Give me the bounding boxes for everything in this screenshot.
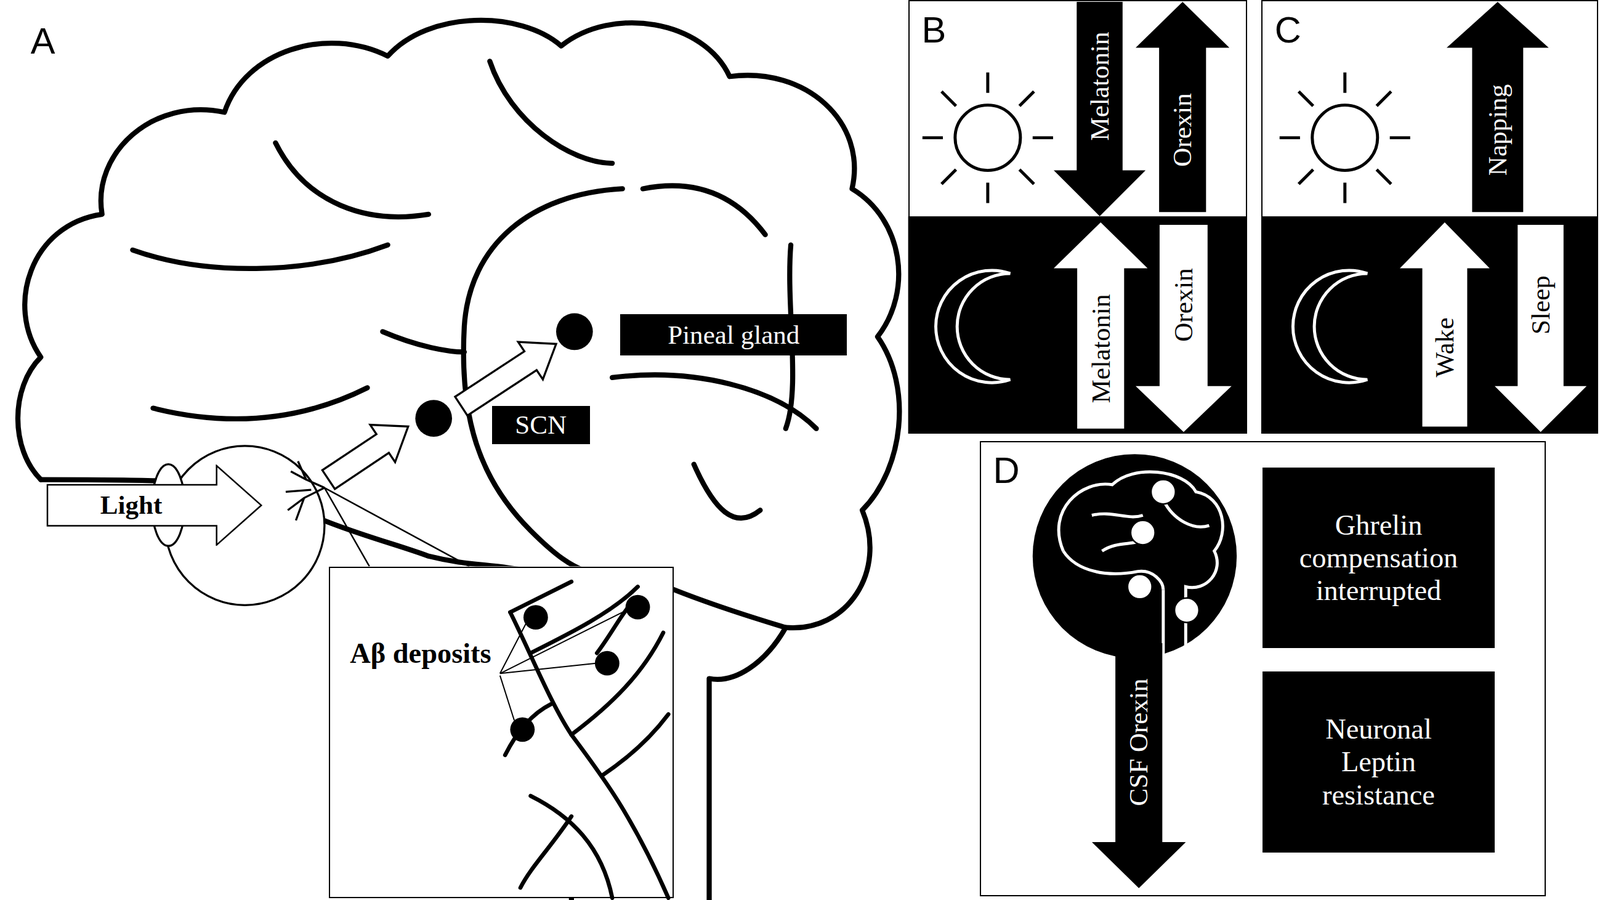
- amyloid-deposits: [509, 594, 650, 743]
- sun-ray: [1019, 169, 1035, 185]
- sulcus: [694, 464, 761, 518]
- panel: BMelatoninOrexinMelatoninOrexin: [908, 0, 1248, 434]
- effect-box: Neuronal Leptin resistance: [1262, 671, 1496, 852]
- sulcus: [275, 142, 429, 217]
- inset-box: Aβ deposits: [328, 566, 674, 899]
- node-text: Light: [100, 492, 163, 519]
- node-text: Orexin: [1170, 268, 1197, 343]
- inset-ground: [328, 565, 674, 898]
- sun-ray: [1389, 136, 1411, 140]
- sun-ray: [941, 91, 957, 107]
- night-ground: [1261, 216, 1599, 434]
- sun-ray: [1298, 169, 1314, 185]
- level-arrow: CSF Orexin: [1091, 642, 1186, 889]
- node-text: Napping: [1484, 84, 1512, 176]
- scn-dot: [415, 399, 453, 437]
- sun-ray: [1298, 91, 1314, 107]
- block-arrow: [322, 424, 408, 489]
- node-text: Ghrelin compensation interrupted: [1291, 508, 1466, 608]
- level-arrow: Melatonin: [1053, 222, 1148, 429]
- sulcus: [132, 245, 388, 269]
- pineal-dot: [556, 313, 594, 351]
- behavior-arrow: Wake: [1399, 222, 1490, 427]
- sun-ray: [1279, 136, 1301, 140]
- node-text: Neuronal Leptin resistance: [1291, 712, 1466, 812]
- light-arrow: Light: [46, 464, 263, 547]
- panel: D CSF Orexin Ghrelin compensation interrup…: [979, 440, 1547, 897]
- behavior-arrow: Napping: [1446, 1, 1549, 212]
- node-text: B: [921, 11, 946, 49]
- node-text: Sleep: [1527, 275, 1554, 336]
- node-text: Pineal gland: [667, 319, 800, 351]
- sun-ray: [941, 169, 957, 185]
- node-text: Wake: [1431, 317, 1459, 378]
- node-text: Orexin: [1169, 92, 1196, 167]
- block-arrow: [455, 341, 557, 416]
- sulcus: [382, 331, 465, 352]
- effect-box: Ghrelin compensation interrupted: [1262, 467, 1496, 648]
- night-ground: [908, 216, 1248, 434]
- sun-ray: [1376, 91, 1392, 107]
- sulcus: [153, 387, 368, 419]
- node-text: C: [1274, 11, 1302, 49]
- node-text: Melatonin: [1087, 293, 1115, 403]
- brain-icon: [1032, 453, 1237, 658]
- sun-ray: [1376, 169, 1392, 185]
- sun-ray: [1343, 72, 1347, 93]
- sun-ray: [985, 182, 990, 204]
- panel: C NappingWake Sleep: [1261, 0, 1599, 434]
- sulcus: [489, 60, 613, 164]
- leader-lines: [500, 610, 627, 721]
- node-text: SCN: [514, 409, 567, 441]
- sun-ray: [922, 136, 943, 140]
- sun-ray: [1019, 91, 1035, 107]
- brain-outline: [17, 20, 900, 900]
- sun-ray: [1343, 182, 1347, 204]
- behavior-arrow: Sleep: [1494, 224, 1587, 432]
- node-text: Melatonin: [1086, 31, 1114, 141]
- node-text: Aβ deposits: [347, 636, 493, 670]
- label-box: SCN: [492, 405, 590, 445]
- sulcus: [642, 185, 766, 235]
- sun-ray: [1032, 136, 1054, 140]
- level-arrow: Melatonin: [1053, 1, 1146, 217]
- sun-ray: [985, 72, 990, 93]
- retinal-vessels: [505, 581, 669, 898]
- moon-icons: [936, 270, 1368, 383]
- level-arrow: Orexin: [1135, 224, 1232, 432]
- node-text: D: [992, 452, 1020, 489]
- panel-letter: A: [30, 22, 56, 60]
- label-box: Pineal gland: [620, 314, 847, 355]
- callout-lines: [324, 487, 470, 567]
- level-arrow: Orexin: [1135, 1, 1230, 212]
- node-text: CSF Orexin: [1125, 678, 1153, 807]
- sulcus: [612, 375, 817, 429]
